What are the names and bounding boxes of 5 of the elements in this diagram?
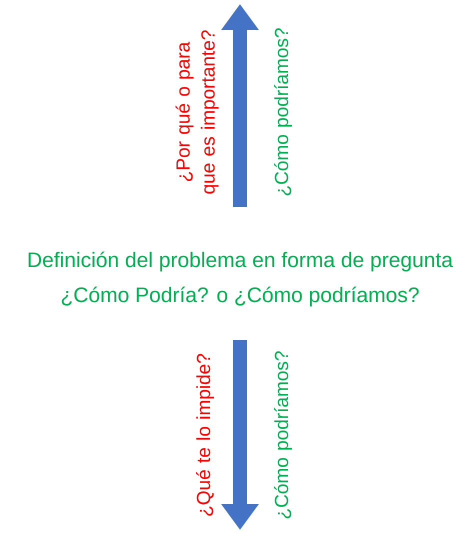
vertical-label: ¿Cómo podríamos? <box>274 351 292 518</box>
vertical-label: ¿Por qué o para que es importante? <box>176 30 218 194</box>
vertical-label: ¿Cómo podríamos? <box>274 28 292 196</box>
question-text: Definición del problema en forma de pregunta ¿Cómo Podría? o ¿Cómo podríamos? <box>28 252 453 306</box>
vertical-label: ¿Qué te lo impide? <box>196 354 214 516</box>
